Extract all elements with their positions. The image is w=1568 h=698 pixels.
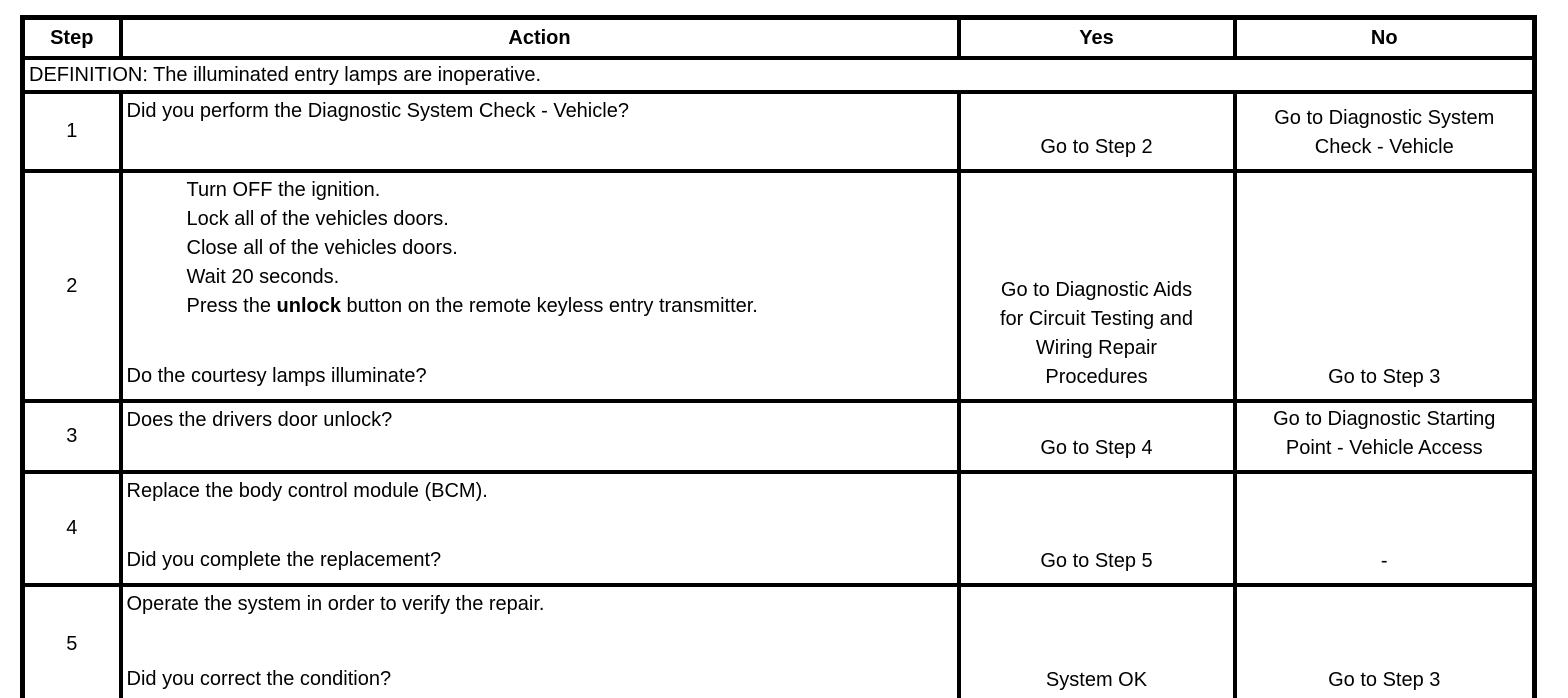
action-question: Did you perform the Diagnostic System Ch…: [126, 100, 629, 122]
no-cell: Go to Diagnostic System Check - Vehicle: [1232, 90, 1537, 173]
table-row: 3 Does the drivers door unlock? Go to St…: [20, 399, 1537, 474]
column-header-action: Action: [118, 15, 961, 60]
column-header-no: No: [1232, 15, 1537, 60]
diagnostic-table: Step Action Yes No DEFINITION: The illum…: [20, 15, 1537, 698]
action-instruction: Turn OFF the ignition.: [186, 179, 381, 201]
action-instruction-list: Turn OFF the ignition. Lock all of the v…: [127, 176, 951, 321]
no-cell: -: [1232, 470, 1537, 587]
step-number-cell: 4: [20, 470, 123, 587]
action-cell: Replace the body control module (BCM). D…: [118, 470, 961, 587]
action-instruction: Press the unlock button on the remote ke…: [186, 295, 758, 317]
definition-row: DEFINITION: The illuminated entry lamps …: [20, 56, 1537, 94]
step-number-cell: 2: [20, 169, 123, 403]
header-row: Step Action Yes No: [20, 15, 1537, 60]
step-number-cell: 5: [20, 583, 123, 698]
column-header-step: Step: [20, 15, 123, 60]
action-cell: Does the drivers door unlock?: [118, 399, 961, 474]
yes-cell: Go to Step 5: [956, 470, 1237, 587]
no-cell: Go to Step 3: [1232, 169, 1537, 403]
step-number-cell: 1: [20, 90, 123, 173]
step-number-cell: 3: [20, 399, 123, 474]
action-question: Do the courtesy lamps illuminate?: [126, 365, 427, 387]
no-cell: Go to Diagnostic Starting Point - Vehicl…: [1232, 399, 1537, 474]
table-row: 5 Operate the system in order to verify …: [20, 583, 1537, 698]
yes-cell: Go to Diagnostic Aids for Circuit Testin…: [956, 169, 1237, 403]
action-question: Did you correct the condition?: [126, 668, 392, 690]
no-cell: Go to Step 3: [1232, 583, 1537, 698]
action-instruction: Wait 20 seconds.: [186, 266, 340, 288]
action-cell: Did you perform the Diagnostic System Ch…: [118, 90, 961, 173]
definition-cell: DEFINITION: The illuminated entry lamps …: [20, 56, 1537, 94]
action-instruction: Close all of the vehicles doors.: [186, 237, 458, 259]
action-instruction: Lock all of the vehicles doors.: [186, 208, 449, 230]
yes-cell: Go to Step 2: [956, 90, 1237, 173]
table-row: 1 Did you perform the Diagnostic System …: [20, 90, 1537, 173]
action-statement: Operate the system in order to verify th…: [126, 593, 545, 615]
table-row: 2 Turn OFF the ignition. Lock all of the…: [20, 169, 1537, 403]
column-header-yes: Yes: [956, 15, 1237, 60]
yes-cell: Go to Step 4: [956, 399, 1237, 474]
action-statement: Replace the body control module (BCM).: [126, 480, 488, 502]
action-cell: Operate the system in order to verify th…: [118, 583, 961, 698]
action-question: Does the drivers door unlock?: [126, 409, 393, 431]
emphasized-word: unlock: [276, 295, 341, 317]
table-row: 4 Replace the body control module (BCM).…: [20, 470, 1537, 587]
action-question: Did you complete the replacement?: [126, 549, 442, 571]
yes-cell: System OK: [956, 583, 1237, 698]
action-cell: Turn OFF the ignition. Lock all of the v…: [118, 169, 961, 403]
